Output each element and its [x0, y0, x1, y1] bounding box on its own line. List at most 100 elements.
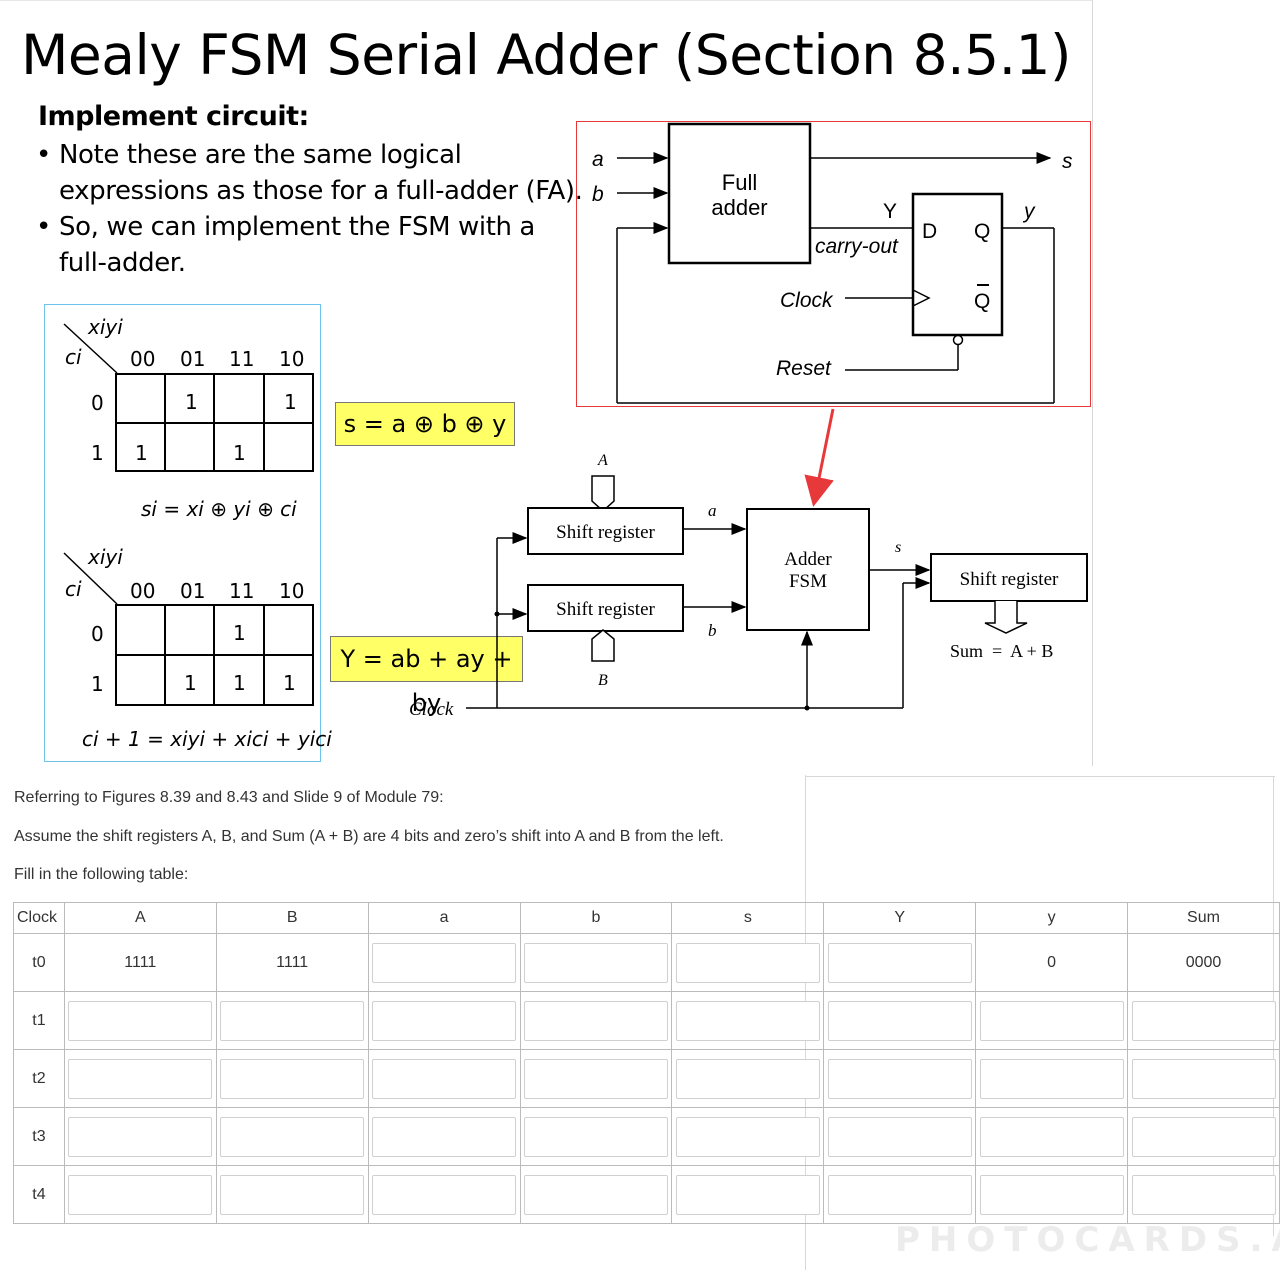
sum-expression: si = xi ⊕ yi ⊕ ci [141, 497, 297, 521]
clock-cell: t1 [13, 991, 65, 1050]
kmap1-col-01: 01 [180, 347, 206, 371]
answer-input[interactable] [523, 1116, 668, 1157]
answer-input[interactable] [675, 1116, 820, 1157]
shift-register-B: Shift register [556, 599, 655, 620]
table-cell [63, 1165, 217, 1224]
column-header: Y [823, 902, 977, 934]
answer-input[interactable] [372, 1174, 517, 1215]
answer-input[interactable] [523, 1174, 668, 1215]
column-header: s [671, 902, 825, 934]
answer-input[interactable] [675, 1058, 820, 1099]
B-label: B [598, 672, 608, 689]
answer-input[interactable] [372, 942, 517, 983]
table-cell [367, 1165, 521, 1224]
carry-out-label: carry-out [815, 235, 898, 258]
kmap1-row-1: 1 [91, 441, 104, 465]
answer-input[interactable] [1131, 1000, 1276, 1041]
table-cell [671, 1049, 825, 1108]
answer-input[interactable] [675, 1000, 820, 1041]
answer-input[interactable] [68, 1000, 213, 1041]
full-adder-label-2: adder [711, 195, 768, 220]
kmap2-cell: 1 [233, 621, 246, 645]
kmap1-cell: 1 [185, 390, 198, 414]
clock-cell: t4 [13, 1165, 65, 1224]
table-cell [519, 1165, 673, 1224]
bullet-1: • Note these are the same logical expres… [36, 137, 583, 209]
table-row: t2 [13, 1049, 1280, 1108]
answer-input[interactable] [68, 1174, 213, 1215]
kmap2-col-10: 10 [279, 579, 305, 603]
answer-input[interactable] [372, 1000, 517, 1041]
table-row: t3 [13, 1107, 1280, 1166]
answer-input[interactable] [372, 1116, 517, 1157]
kmap-panel [44, 304, 321, 762]
answer-input[interactable] [1131, 1116, 1276, 1157]
table-cell [215, 1107, 369, 1166]
watermark: PHOTOCARDS.AI [895, 1220, 1280, 1260]
table-cell [367, 1107, 521, 1166]
a-label: a [708, 501, 717, 520]
answer-input[interactable] [372, 1058, 517, 1099]
table-cell [975, 991, 1128, 1050]
table-cell [215, 1049, 369, 1108]
answer-input[interactable] [68, 1058, 213, 1099]
shift-register-sum: Shift register [959, 569, 1059, 590]
answer-input[interactable] [979, 1174, 1124, 1215]
kmap2-col-01: 01 [180, 579, 206, 603]
answer-input[interactable] [1131, 1174, 1276, 1215]
kmap2-col-11: 11 [229, 579, 255, 603]
table-cell [1127, 1165, 1280, 1224]
ff-Q-label: Q [974, 220, 991, 243]
answer-input[interactable] [675, 1174, 820, 1215]
answer-input[interactable] [68, 1116, 213, 1157]
answer-input[interactable] [1131, 1058, 1276, 1099]
kmap2-row-0: 0 [91, 622, 104, 646]
question-line-3: Fill in the following table: [14, 866, 189, 883]
answer-input[interactable] [523, 1058, 668, 1099]
answer-input[interactable] [220, 1174, 365, 1215]
answer-input[interactable] [827, 1058, 972, 1099]
table-cell [63, 1107, 217, 1166]
table-cell: 0000 [1127, 933, 1280, 992]
adder-fsm-label-2: FSM [788, 571, 828, 592]
answer-input[interactable] [979, 1058, 1124, 1099]
kmap-grids [63, 323, 314, 706]
answer-input[interactable] [979, 1000, 1124, 1041]
answer-input[interactable] [827, 1174, 972, 1215]
kmap1-var-label: xiyi [88, 315, 123, 339]
table-row: t1 [13, 991, 1280, 1050]
answer-input[interactable] [979, 1116, 1124, 1157]
answer-input[interactable] [523, 942, 668, 983]
kmap1-col-10: 10 [279, 347, 305, 371]
implement-heading: Implement circuit: [38, 101, 309, 132]
answer-input[interactable] [827, 1000, 972, 1041]
reset-label: Reset [776, 357, 831, 380]
table-cell [519, 1107, 673, 1166]
full-adder-label-1: Full [721, 170, 758, 195]
answer-input[interactable] [827, 1116, 972, 1157]
carry-expression: ci + 1 = xiyi + xici + yici [82, 727, 332, 751]
answer-input[interactable] [220, 1000, 365, 1041]
answer-input[interactable] [523, 1000, 668, 1041]
fsm-circuit-frame [576, 121, 1091, 407]
adder-fsm-label: Adder FSM [747, 549, 869, 593]
circuit-wiring [466, 122, 1088, 711]
answer-input[interactable] [220, 1058, 365, 1099]
table-cell [975, 1049, 1128, 1108]
table-cell [671, 991, 825, 1050]
A-label: A [598, 452, 608, 469]
kmap1-row-0: 0 [91, 391, 104, 415]
table-cell [1127, 991, 1280, 1050]
answer-input[interactable] [220, 1116, 365, 1157]
table-cell: 1111 [215, 933, 369, 992]
answer-input[interactable] [675, 942, 820, 983]
kmap2-cell: 1 [184, 671, 197, 695]
bullet-2: • So, we can implement the FSM with a fu… [36, 209, 581, 281]
answer-input[interactable] [827, 942, 972, 983]
y-label: y [1024, 200, 1035, 223]
slide: Mealy FSM Serial Adder (Section 8.5.1) I… [0, 0, 1093, 766]
clock-cell: t0 [13, 933, 65, 992]
